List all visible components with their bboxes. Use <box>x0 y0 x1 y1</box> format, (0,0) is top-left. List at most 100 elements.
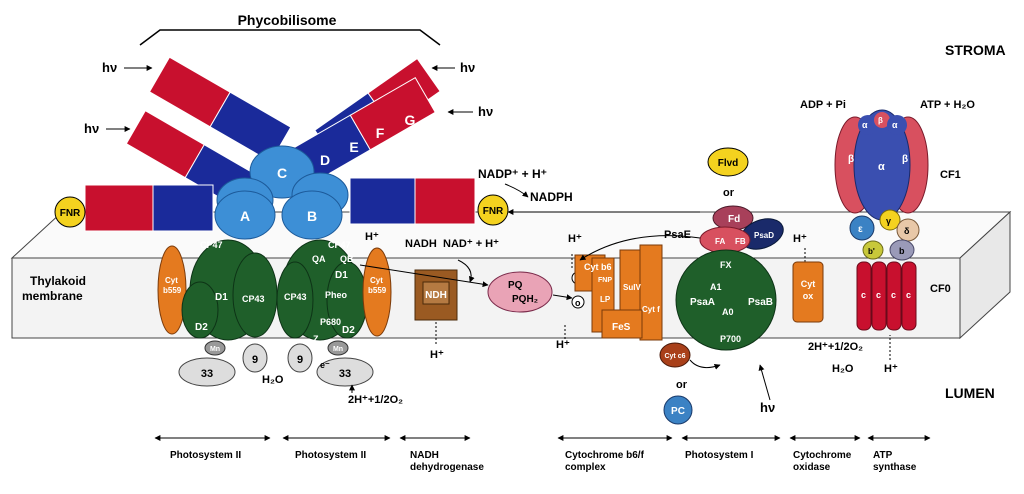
photosystem-i: Flvd or Fd PsaD PsaE FA FB FX A1 PsaA A0… <box>579 147 784 415</box>
svg-text:c: c <box>891 290 896 300</box>
caption-psi: Photosystem I <box>685 450 754 461</box>
svg-text:α: α <box>878 161 885 173</box>
svg-text:FNP: FNP <box>598 277 612 284</box>
thylakoid-label-line1: Thylakoid <box>30 274 86 288</box>
core-a <box>214 190 276 240</box>
pc <box>663 395 693 425</box>
phycobilisome-bracket <box>139 29 441 46</box>
svg-text:FB: FB <box>735 237 746 246</box>
oxygen-label: 2H⁺+1/2O₂ <box>348 394 403 406</box>
unit-label-c: C <box>277 165 287 181</box>
unit-label-a: A <box>240 208 250 224</box>
light-label-1: hν <box>102 60 117 75</box>
stroma-label: STROMA <box>945 42 1006 58</box>
svg-text:PQ: PQ <box>508 280 523 291</box>
svg-text:9: 9 <box>297 354 303 366</box>
svg-text:Cyt f: Cyt f <box>642 305 660 314</box>
nadp-label: NADP⁺ + H⁺ <box>478 167 547 181</box>
svg-text:PC: PC <box>671 406 685 417</box>
cytochrome-b6f: H⁺ H⁺ r o Cyt b6 FNP LP SuIV Cyt f FeS C… <box>556 233 693 425</box>
svg-text:NDH: NDH <box>425 290 447 301</box>
caption-psii-2: Photosystem II <box>295 450 366 461</box>
svg-text:LP: LP <box>600 295 611 304</box>
or-label-bottom: or <box>676 379 688 391</box>
svg-text:Cyt: Cyt <box>165 276 178 285</box>
svg-text:o: o <box>575 298 581 308</box>
svg-text:c: c <box>906 290 911 300</box>
svg-text:c: c <box>876 290 881 300</box>
nadph-label: NADPH <box>530 190 573 204</box>
unit-label-g: G <box>405 112 416 128</box>
svg-text:Cyt b6: Cyt b6 <box>584 262 612 272</box>
svg-text:D2: D2 <box>195 322 208 333</box>
svg-text:CP43: CP43 <box>284 292 307 302</box>
unit-label-e: E <box>349 139 358 155</box>
svg-text:PsaD: PsaD <box>754 231 774 240</box>
svg-text:P680: P680 <box>320 317 341 327</box>
light-label-2: hν <box>84 121 99 136</box>
svg-text:β: β <box>878 116 883 125</box>
h-plus-atp: H⁺ <box>884 363 898 375</box>
caption-b6f-2: complex <box>565 462 606 473</box>
photosystem-ii-left: CP47 Cyt b559 D1 CP43 D2 Mn 33 9 <box>157 239 278 387</box>
caption-ndh-1: NADH <box>410 450 439 461</box>
svg-text:D1: D1 <box>335 270 348 281</box>
svg-text:ox: ox <box>803 291 814 301</box>
svg-text:CP47: CP47 <box>200 240 223 250</box>
svg-text:FNR: FNR <box>60 208 81 219</box>
svg-text:D1: D1 <box>215 292 228 303</box>
svg-text:Pheo: Pheo <box>325 290 348 300</box>
svg-text:PsaB: PsaB <box>748 297 773 308</box>
svg-text:α: α <box>862 120 868 130</box>
pq-pool: PQ PQH₂ <box>359 264 573 313</box>
nadh-label: NADH <box>405 238 437 250</box>
svg-text:P700: P700 <box>720 334 741 344</box>
svg-text:FX: FX <box>720 260 732 270</box>
lumen-label: LUMEN <box>945 385 995 401</box>
light-label-3: hν <box>460 60 475 75</box>
caption-atp-2: synthase <box>873 462 917 473</box>
svg-text:CF0: CF0 <box>930 283 951 295</box>
or-label-top: or <box>723 187 735 199</box>
svg-text:b': b' <box>868 247 875 256</box>
light-inputs: hν hν hν hν <box>84 60 493 136</box>
water-label: H₂O <box>262 374 284 386</box>
svg-text:PQH₂: PQH₂ <box>512 294 538 305</box>
svg-text:CP47: CP47 <box>328 240 351 250</box>
svg-text:SuIV: SuIV <box>623 283 641 292</box>
flvd <box>707 147 749 177</box>
oxygen-cox-label: 2H⁺+1/2O₂ <box>808 341 863 353</box>
thylakoid-label-line2: membrane <box>22 289 83 303</box>
light-label-4: hν <box>478 104 493 119</box>
svg-text:QA: QA <box>312 254 326 264</box>
svg-text:Flvd: Flvd <box>718 158 739 169</box>
svg-text:Cyt c6: Cyt c6 <box>664 353 685 360</box>
svg-text:A1: A1 <box>710 282 722 292</box>
h-plus-b6f-bottom: H⁺ <box>556 339 570 351</box>
caption-ndh-2: dehydrogenase <box>410 462 484 473</box>
svg-text:γ: γ <box>886 216 891 226</box>
nad-label: NAD⁺ + H⁺ <box>443 238 499 250</box>
svg-text:33: 33 <box>201 368 213 380</box>
svg-text:e⁻: e⁻ <box>320 360 330 370</box>
svg-text:c: c <box>861 290 866 300</box>
atp-label: ATP + H₂O <box>920 99 975 111</box>
caption-psii-1: Photosystem II <box>170 450 241 461</box>
svg-text:b: b <box>899 246 905 256</box>
svg-text:D2: D2 <box>342 325 355 336</box>
svg-text:PsaA: PsaA <box>690 297 715 308</box>
h-plus-cox: H⁺ <box>793 233 807 245</box>
svg-text:Z: Z <box>313 334 319 344</box>
phycobilisome: Phycobilisome A B C <box>84 12 476 240</box>
caption-cox-2: oxidase <box>793 462 831 473</box>
phycobilisome-label: Phycobilisome <box>238 12 337 28</box>
h-plus-b6f-top: H⁺ <box>568 233 582 245</box>
svg-text:A0: A0 <box>722 307 734 317</box>
svg-text:Mn: Mn <box>210 346 220 353</box>
svg-text:Cyt: Cyt <box>370 276 383 285</box>
svg-text:b559: b559 <box>368 286 387 295</box>
ndh-complex: NADH NAD⁺ + H⁺ NDH H⁺ <box>405 238 499 361</box>
svg-text:CF1: CF1 <box>940 169 961 181</box>
captions: Photosystem II Photosystem II NADH dehyd… <box>154 435 931 473</box>
